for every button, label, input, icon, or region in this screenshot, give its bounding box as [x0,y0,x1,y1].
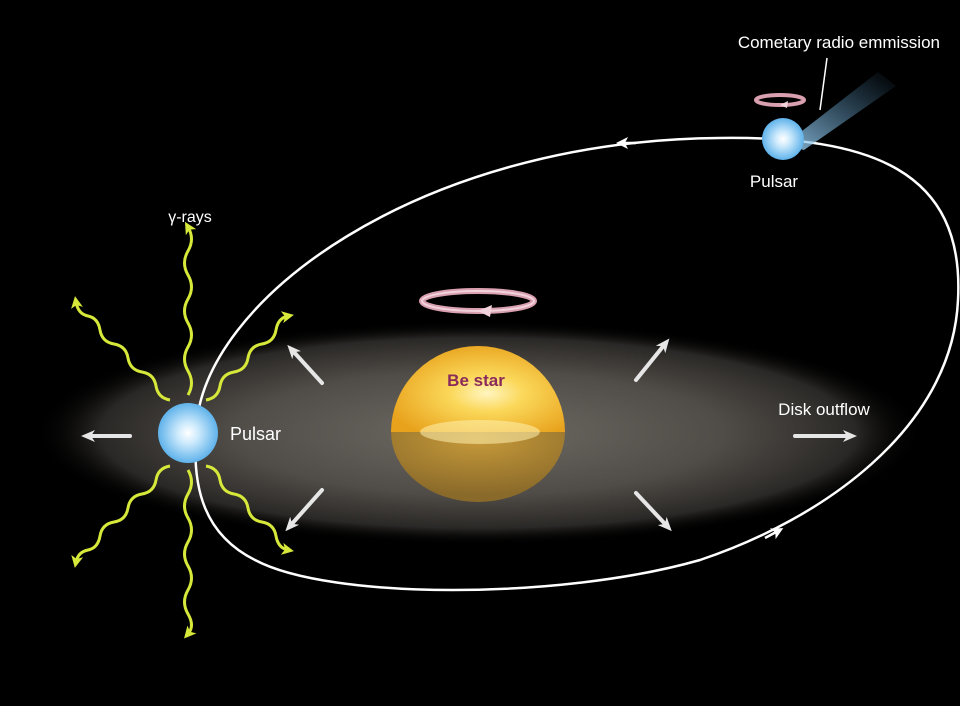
be-star-upper-half [391,346,565,432]
be-star-label: Be star [447,371,505,390]
cometary-label-leader [819,57,828,111]
gamma-rays-label: γ-rays [168,209,212,226]
pulsar-periastron [158,403,218,463]
outflow-arrow-upper-left [287,344,324,385]
gamma-ray-upper-left [71,296,171,402]
disk-outflow-arrows [81,338,857,532]
pulsar-orbit [194,136,960,592]
cometary-tail [784,72,896,150]
gamma-ray-up [183,221,197,396]
gamma-rays [71,221,294,639]
be-star-spin-ring [419,288,537,317]
pulsar-periastron-label: Pulsar [230,424,281,444]
pulsar-apastron-label: Pulsar [750,172,799,191]
be-star [391,346,565,502]
outflow-arrow-lower-left [285,488,324,532]
gamma-ray-down [183,469,197,639]
be-star-glow [420,420,540,444]
orbit-direction-arrow-bottom [764,528,784,540]
gamma-ray-upper-right [205,311,294,402]
cometary-radio-emission-label: Cometary radio emmission [738,33,940,52]
outflow-arrow-lower-right [634,491,672,532]
pulsar-apastron [762,118,804,160]
pulsar-spin-ring [754,93,806,108]
disk-outflow-label: Disk outflow [778,400,870,419]
gamma-ray-lower-left [71,464,171,568]
gamma-ray-lower-right [205,464,294,555]
outflow-arrow-upper-right [634,338,670,382]
be-star-lower-half [391,432,565,502]
